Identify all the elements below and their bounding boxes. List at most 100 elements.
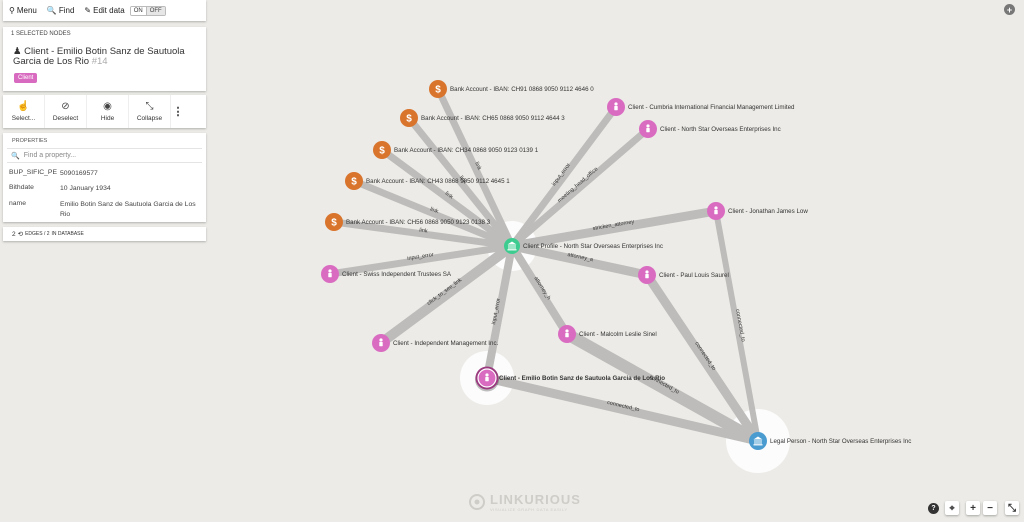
edge-icon: ⟲ (17, 231, 24, 238)
zoom-out-button[interactable]: − (983, 501, 997, 515)
category-badge[interactable]: Client (14, 73, 38, 83)
ban-icon: ⊘ (61, 100, 70, 112)
center-graph-button[interactable]: ⌖ (945, 501, 959, 515)
toolbar: ⚲ Menu 🔍 Find ✎ Edit data ON OFF (3, 0, 206, 21)
property-value[interactable]: Emilio Botin Sanz de Sautuola Garcia de … (60, 201, 196, 218)
edge-label: link (444, 191, 454, 201)
select-button[interactable]: ☝ Select... (3, 95, 45, 128)
graph-node-b5[interactable]: $Bank Account - IBAN: CH56 0868 9050 912… (325, 213, 491, 231)
edges-total: edges / 2 (25, 231, 50, 237)
graph-node-b1[interactable]: $Bank Account - IBAN: CH91 0868 9050 911… (429, 80, 594, 98)
graph-node-c6[interactable]: Client - Malcolm Leslie Sinel (558, 325, 657, 343)
property-value[interactable]: 10 January 1934 (60, 185, 111, 192)
edge-label: input_error (407, 252, 434, 262)
collapse-icon: ⤡ (145, 100, 154, 112)
properties-panel: PROPERTIES 🔍 Find a property... BUP_SIFI… (3, 133, 206, 222)
logo-tagline: VISUALIZE GRAPH DATA EASILY (490, 507, 568, 512)
graph-edge[interactable] (378, 146, 516, 250)
node-label: Bank Account - IBAN: CH56 0868 9050 9123… (346, 219, 491, 226)
edges-in-db-label: in database (51, 231, 84, 237)
graph-edge[interactable] (330, 218, 516, 250)
graph-node-c4[interactable]: Client - Swiss Independent Trustees SA (321, 265, 452, 283)
fullscreen-button[interactable]: ⤡ (1005, 501, 1019, 515)
node-label: Client - Swiss Independent Trustees SA (342, 271, 452, 278)
eye-slash-icon: ◉ (103, 100, 112, 112)
find-button[interactable]: 🔍 Find (47, 6, 75, 15)
collapse-label: Collapse (136, 114, 163, 122)
property-search-input[interactable]: 🔍 Find a property... (7, 148, 202, 163)
graph-node-p[interactable]: Client Profile - North Star Overseas Ent… (504, 238, 663, 254)
person-icon (646, 124, 650, 133)
help-button[interactable]: ? (928, 503, 939, 514)
edge-label: connected_to (734, 309, 746, 343)
node-label: Client - Paul Louis Saurel (659, 272, 729, 279)
vertical-dots-icon: ⋮ (172, 106, 184, 118)
search-icon: 🔍 (46, 6, 57, 15)
graph-edge[interactable] (434, 85, 516, 250)
bank-icon (753, 436, 763, 446)
zoom-in-button[interactable]: + (966, 501, 980, 515)
linkurious-logo: LINKURIOUS VISUALIZE GRAPH DATA EASILY (468, 492, 581, 512)
edit-data-label: Edit data (93, 6, 125, 15)
graph-node-c1[interactable]: Client - Cumbria International Financial… (607, 98, 795, 116)
menu-button[interactable]: ⚲ Menu (9, 6, 37, 15)
graph-edge[interactable] (483, 242, 516, 382)
graph-node-lp[interactable]: Legal Person - North Star Overseas Enter… (749, 432, 911, 450)
svg-text:$: $ (351, 177, 357, 188)
edit-data-toggle[interactable]: ON OFF (129, 5, 166, 16)
deselect-label: Deselect (52, 114, 79, 122)
person-icon (328, 269, 332, 278)
pointer-icon: ☝ (17, 100, 30, 112)
node-label: Bank Account - IBAN: CH91 0868 9050 9112… (450, 86, 594, 93)
node-label: Client - Independent Management Inc. (393, 340, 499, 347)
add-node-button[interactable]: + (1004, 4, 1015, 15)
dollar-icon: $ (351, 177, 357, 188)
hide-button[interactable]: ◉ Hide (87, 95, 129, 128)
property-value[interactable]: 5090169577 (60, 170, 98, 177)
graph-edge[interactable] (561, 328, 764, 447)
logo-icon (469, 494, 485, 510)
edge-label: link (473, 161, 482, 171)
deselect-button[interactable]: ⊘ Deselect (45, 95, 87, 128)
selected-node-title: ♟ Client - Emilio Botin Sanz de Sautuola… (13, 47, 198, 67)
graph-edge[interactable] (508, 125, 652, 250)
graph-node-c5[interactable]: Client - Paul Louis Saurel (638, 266, 729, 284)
graph-edge[interactable] (326, 242, 516, 278)
graph-edge[interactable] (405, 114, 516, 250)
graph-node-b3[interactable]: $Bank Account - IBAN: CH34 0868 9050 912… (373, 141, 539, 159)
graph-node-c3[interactable]: Client - Jonathan James Low (707, 202, 808, 220)
graph-edge[interactable] (376, 241, 517, 348)
edges-count: 2 (12, 230, 16, 238)
crosshair-icon: ⌖ (949, 502, 955, 513)
toggle-off[interactable]: OFF (145, 6, 165, 15)
graph-edge[interactable] (642, 270, 763, 446)
graph-edge[interactable] (350, 177, 516, 250)
toggle-on[interactable]: ON (130, 6, 146, 15)
node-label: Client - Cumbria International Financial… (628, 104, 795, 111)
graph-edge[interactable] (507, 241, 652, 280)
edge-label: link (419, 228, 428, 235)
graph-edge[interactable] (482, 373, 763, 446)
property-row: name Emilio Botin Sanz de Sautuola Garci… (9, 200, 204, 220)
dollar-icon: $ (379, 146, 385, 157)
graph-node-b2[interactable]: $Bank Account - IBAN: CH65 0868 9050 911… (400, 109, 565, 127)
graph-edge[interactable] (508, 103, 620, 250)
more-actions-button[interactable]: ⋮ (171, 95, 185, 128)
node-actions: ☝ Select... ⊘ Deselect ◉ Hide ⤡ Collapse… (3, 95, 206, 128)
graph-node-b4[interactable]: $Bank Account - IBAN: CH43 0868 9050 911… (345, 172, 510, 190)
graph-edge[interactable] (507, 206, 721, 251)
graph-node-sel[interactable]: Client - Emilio Botin Sanz de Sautuola G… (475, 366, 665, 392)
svg-text:$: $ (379, 146, 385, 157)
selected-node-name: Client - Emilio Botin Sanz de Sautuola G… (13, 46, 185, 67)
property-row: BUP_SIFIC_PE 5090169577 (9, 169, 204, 179)
property-key: BUP_SIFIC_PE (9, 169, 57, 176)
graph-node-c2[interactable]: Client - North Star Overseas Enterprises… (639, 120, 781, 138)
graph-node-c7[interactable]: Client - Independent Management Inc. (372, 334, 499, 352)
dollar-icon: $ (406, 114, 412, 125)
collapse-button[interactable]: ⤡ Collapse (129, 95, 171, 128)
select-label: Select... (11, 114, 36, 122)
graph-edge[interactable] (508, 242, 571, 338)
graph-edge[interactable] (713, 208, 761, 444)
edges-summary[interactable]: 2 ⟲ edges / 2 in database (3, 227, 206, 241)
